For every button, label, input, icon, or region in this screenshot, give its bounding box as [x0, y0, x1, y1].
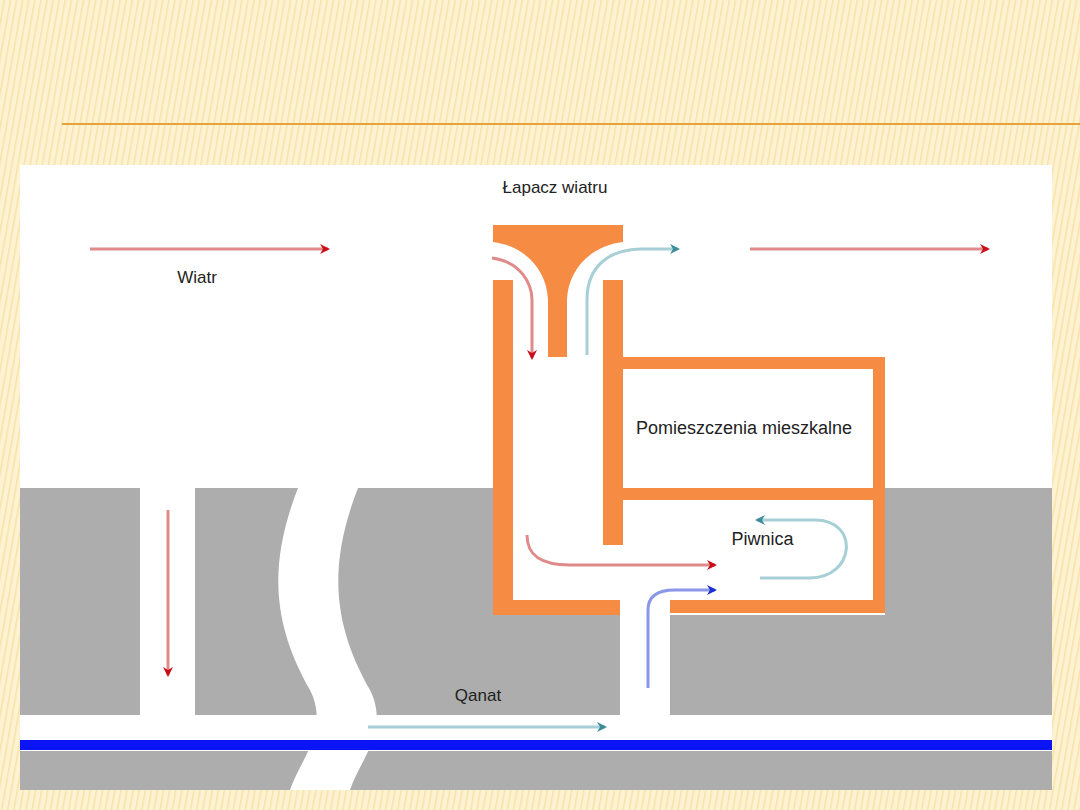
cellar-box: Piwnica [721, 528, 803, 551]
qanat-label: Qanat [455, 685, 501, 707]
room-name: Pomieszczenia mieszkalne [636, 417, 852, 440]
windcatcher-label: Łapacz wiatru [495, 177, 615, 199]
wind-label: Wiatr [177, 267, 217, 289]
room-box: Pomieszczenia mieszkalne [615, 369, 873, 488]
room-name: Piwnica [731, 528, 793, 551]
header-rule [62, 123, 1080, 125]
